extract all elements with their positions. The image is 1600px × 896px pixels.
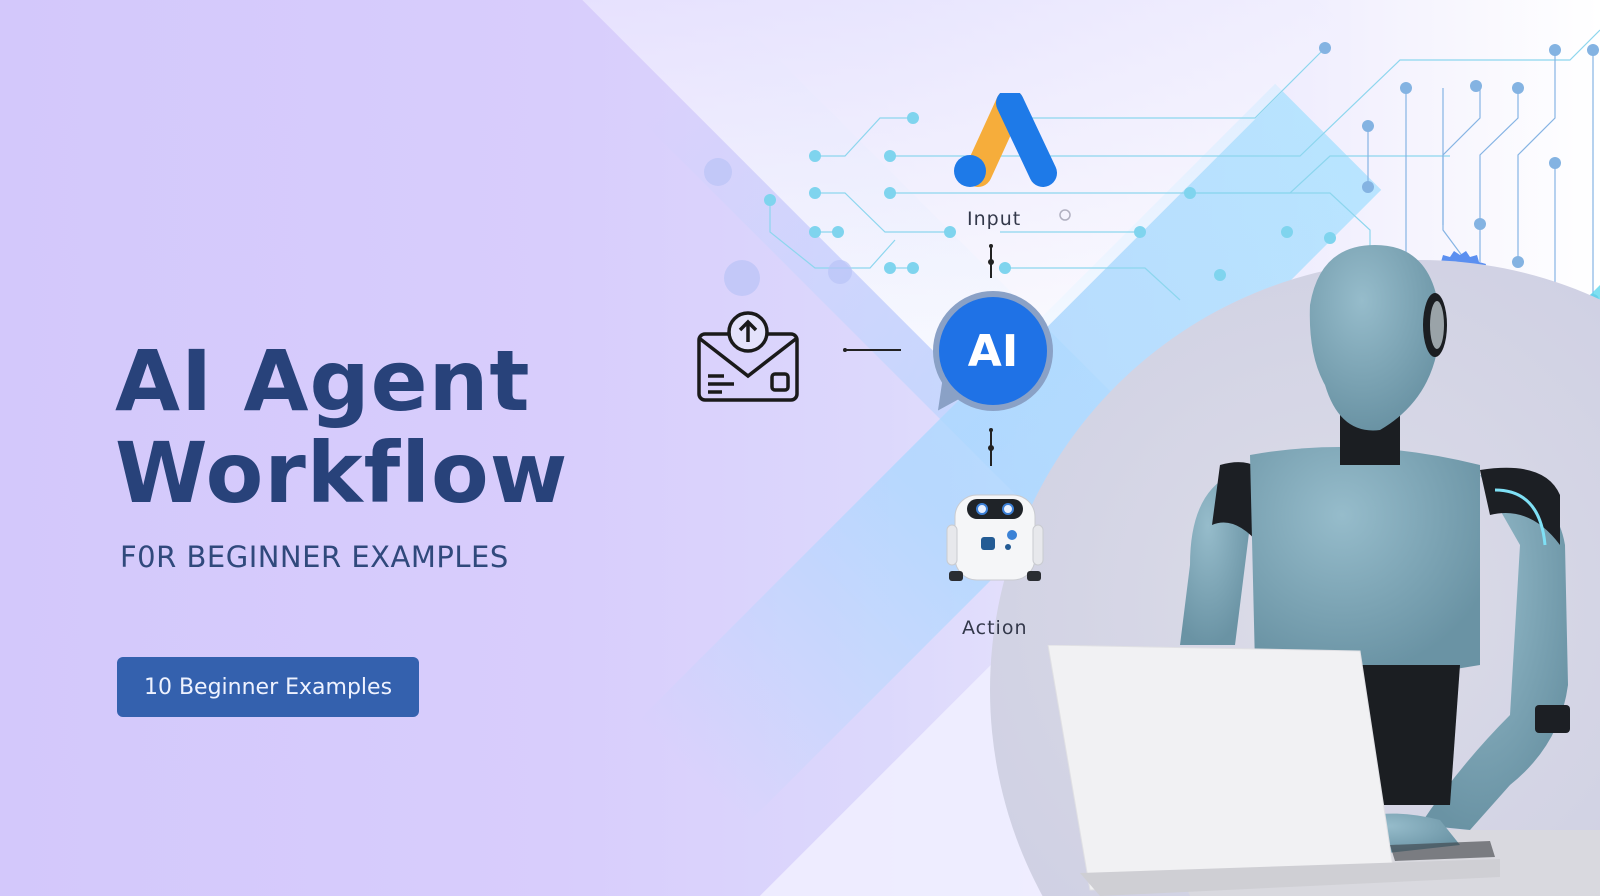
connector-arrow [988, 428, 994, 466]
connector-arrow [988, 244, 994, 278]
email-upload-icon [697, 311, 799, 402]
title-line-1: AI Agent [115, 332, 531, 430]
laptop-illustration [1047, 645, 1500, 896]
action-label: Action [962, 617, 1028, 639]
robot-icon [946, 494, 1044, 581]
title-line-2: Workflow [115, 424, 569, 522]
ai-label: AI [967, 325, 1019, 377]
beginner-examples-button[interactable]: 10 Beginner Examples [117, 657, 419, 717]
ai-chat-bubble-icon: AI [933, 291, 1053, 411]
connector-arrow [843, 348, 901, 352]
input-label: Input [967, 208, 1022, 230]
subtitle: F0R BEGINNER EXAMPLES [120, 540, 509, 574]
ads-logo-icon [954, 93, 1057, 187]
page-title: AI Agent Workflow [115, 335, 568, 519]
